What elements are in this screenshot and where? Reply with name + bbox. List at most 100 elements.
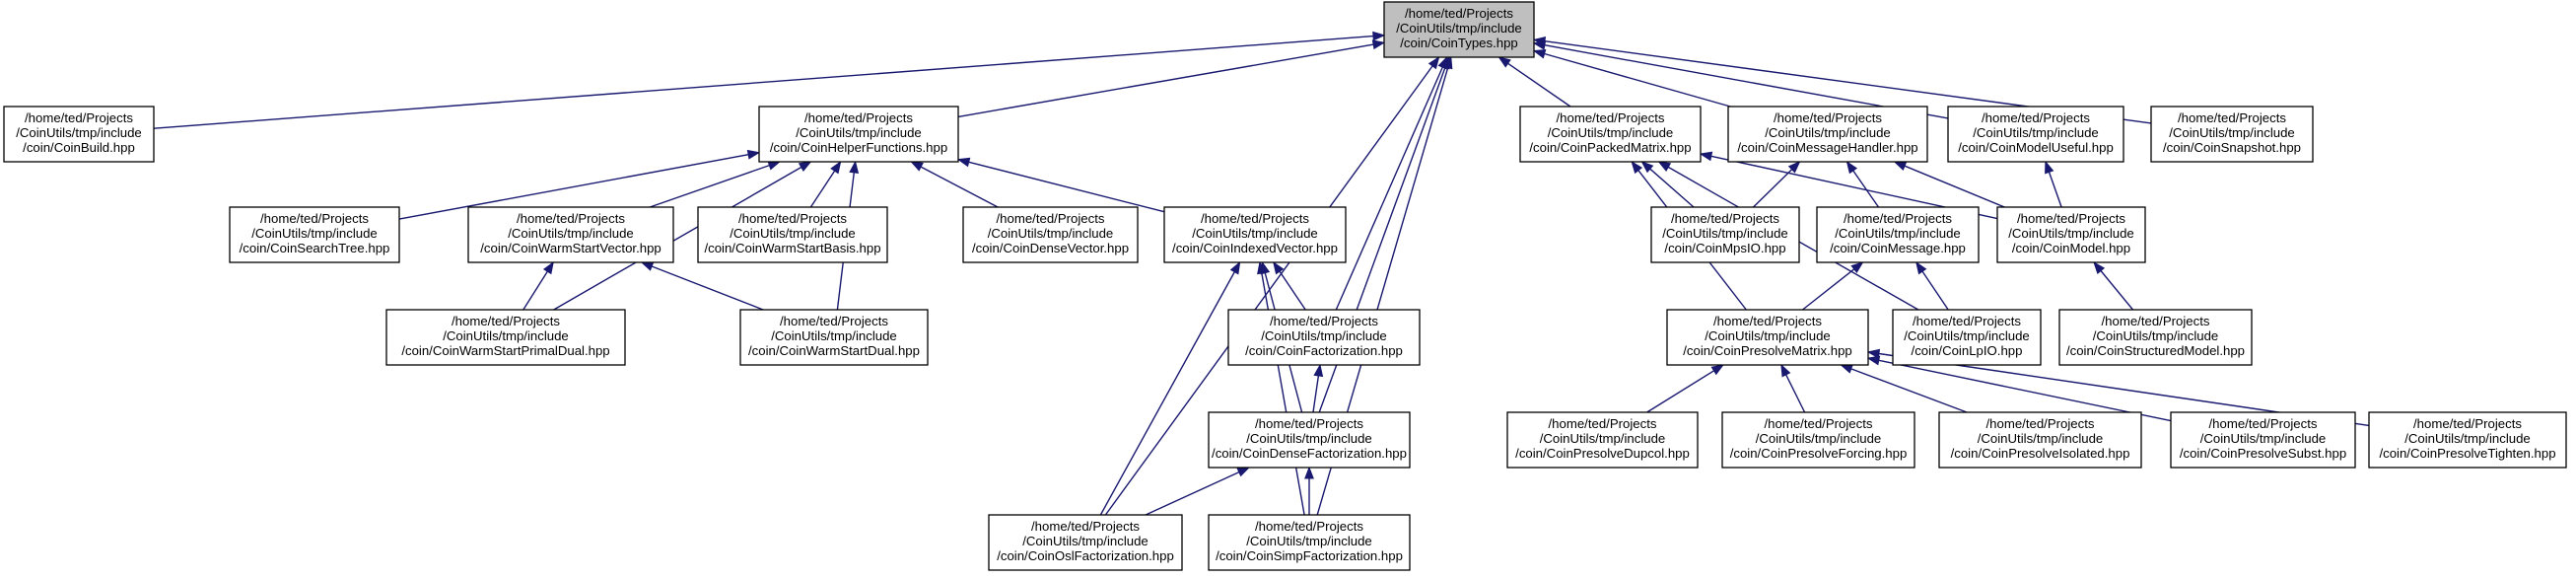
arrowhead [798, 161, 812, 172]
edge-line [1785, 374, 1806, 413]
arrowhead [1236, 467, 1251, 477]
edge-line [398, 154, 749, 220]
node-label-line: /coin/CoinStructuredModel.hpp [2066, 343, 2245, 358]
node-label-line: /CoinUtils/tmp/include [1246, 431, 1372, 446]
node-coin-packed-matrix[interactable]: /home/ted/Projects/CoinUtils/tmp/include… [1519, 106, 1702, 163]
node-coin-presolve-dupcol[interactable]: /home/ted/Projects/CoinUtils/tmp/include… [1506, 411, 1699, 469]
edge-coin-warm-start-primal-dual-to-coin-helper-functions [553, 161, 812, 311]
node-coin-simp-factorization[interactable]: /home/ted/Projects/CoinUtils/tmp/include… [1208, 514, 1411, 571]
edge-coin-warm-start-primal-dual-to-coin-warm-start-vector [522, 260, 554, 311]
node-label-line: /CoinUtils/tmp/include [1246, 534, 1372, 548]
node-coin-presolve-matrix[interactable]: /home/ted/Projects/CoinUtils/tmp/include… [1666, 309, 1869, 366]
edge-coin-lp-io-to-coin-message [1915, 260, 1949, 311]
edge-coin-warm-start-basis-to-coin-helper-functions [809, 160, 842, 208]
edge-line [1507, 62, 1571, 108]
node-coin-presolve-isolated[interactable]: /home/ted/Projects/CoinUtils/tmp/include… [1938, 411, 2142, 469]
node-label-line: /coin/CoinWarmStartPrimalDual.hpp [401, 343, 609, 358]
node-label-line: /CoinUtils/tmp/include [1662, 226, 1788, 241]
arrowhead [2045, 160, 2054, 175]
node-label-line: /coin/CoinSimpFactorization.hpp [1216, 548, 1403, 563]
node-coin-presolve-tighten[interactable]: /home/ted/Projects/CoinUtils/tmp/include… [2368, 411, 2567, 469]
node-box [1727, 106, 1928, 163]
node-coin-presolve-subst[interactable]: /home/ted/Projects/CoinUtils/tmp/include… [2170, 411, 2356, 469]
edge-coin-warm-start-dual-to-coin-warm-start-vector [640, 261, 764, 311]
node-coin-indexed-vector[interactable]: /home/ted/Projects/CoinUtils/tmp/include… [1163, 206, 1347, 263]
arrowhead [1631, 160, 1643, 175]
node-coin-message-handler[interactable]: /home/ted/Projects/CoinUtils/tmp/include… [1727, 106, 1928, 163]
node-coin-helper-functions[interactable]: /home/ted/Projects/CoinUtils/tmp/include… [758, 106, 959, 163]
node-label-line: /home/ted/Projects [25, 110, 133, 125]
arrowhead [1229, 260, 1241, 275]
edge-coin-indexed-vector-to-coin-helper-functions [956, 157, 1165, 213]
arrowhead [1850, 261, 1864, 273]
node-coin-warm-start-dual[interactable]: /home/ted/Projects/CoinUtils/tmp/include… [739, 309, 929, 366]
edge-line [153, 35, 1374, 129]
edge-coin-presolve-subst-to-coin-presolve-matrix [1866, 355, 2172, 422]
node-label-line: /home/ted/Projects [1270, 314, 1378, 328]
node-label-line: /home/ted/Projects [1405, 6, 1513, 21]
node-box [697, 206, 888, 263]
node-label-line: /coin/CoinBuild.hpp [23, 140, 135, 155]
node-label-line: /CoinUtils/tmp/include [2008, 226, 2134, 241]
edge-coin-mps-io-to-coin-packed-matrix [1640, 161, 1695, 208]
node-label-line: /home/ted/Projects [1774, 110, 1882, 125]
node-label-line: /home/ted/Projects [1549, 416, 1657, 431]
node-label-line: /home/ted/Projects [1713, 314, 1822, 328]
arrowhead [1840, 364, 1853, 374]
node-label-line: /coin/CoinPresolveMatrix.hpp [1683, 343, 1852, 358]
node-coin-model[interactable]: /home/ted/Projects/CoinUtils/tmp/include… [1996, 206, 2146, 263]
node-label-line: /CoinUtils/tmp/include [1973, 125, 2099, 140]
node-box [1721, 411, 1915, 469]
arrowhead [1699, 151, 1713, 162]
node-box [1163, 206, 1347, 263]
node-coin-osl-factorization[interactable]: /home/ted/Projects/CoinUtils/tmp/include… [988, 514, 1183, 571]
node-coin-dense-factorization[interactable]: /home/ted/Projects/CoinUtils/tmp/include… [1208, 411, 1411, 469]
node-coin-model-useful[interactable]: /home/ted/Projects/CoinUtils/tmp/include… [1947, 106, 2124, 163]
node-coin-types[interactable]: /home/ted/Projects/CoinUtils/tmp/include… [1383, 1, 1535, 58]
edge-coin-simp-factorization-to-coin-indexed-vector [1257, 260, 1305, 516]
edge-coin-factorization-to-coin-indexed-vector [1273, 260, 1306, 311]
node-coin-dense-vector[interactable]: /home/ted/Projects/CoinUtils/tmp/include… [962, 206, 1139, 263]
node-label-line: /CoinUtils/tmp/include [1192, 226, 1318, 241]
edge-coin-message-handler-to-coin-types [1532, 48, 1731, 108]
node-coin-search-tree[interactable]: /home/ted/Projects/CoinUtils/tmp/include… [229, 206, 400, 263]
edge-line [649, 164, 770, 208]
node-box [1506, 411, 1699, 469]
edge-coin-presolve-forcing-to-coin-presolve-matrix [1780, 363, 1806, 413]
node-coin-structured-model[interactable]: /home/ted/Projects/CoinUtils/tmp/include… [2058, 309, 2253, 366]
node-label-line: /CoinUtils/tmp/include [796, 125, 922, 140]
node-label-line: /home/ted/Projects [1982, 110, 2090, 125]
arrowhead [1787, 161, 1801, 174]
edge-coin-presolve-dupcol-to-coin-presolve-matrix [1646, 364, 1725, 413]
arrowhead [1497, 56, 1511, 68]
arrowhead [1304, 466, 1314, 479]
node-coin-presolve-forcing[interactable]: /home/ted/Projects/CoinUtils/tmp/include… [1721, 411, 1915, 469]
node-box [385, 309, 626, 366]
node-label-line: /home/ted/Projects [260, 211, 369, 226]
node-coin-factorization[interactable]: /home/ted/Projects/CoinUtils/tmp/include… [1227, 309, 1421, 366]
node-coin-build[interactable]: /home/ted/Projects/CoinUtils/tmp/include… [3, 106, 155, 163]
node-coin-mps-io[interactable]: /home/ted/Projects/CoinUtils/tmp/include… [1650, 206, 1800, 263]
node-label-line: /home/ted/Projects [1844, 211, 1952, 226]
node-coin-snapshot[interactable]: /home/ted/Projects/CoinUtils/tmp/include… [2150, 106, 2314, 163]
node-label-line: /home/ted/Projects [1557, 110, 1665, 125]
arrowhead [2093, 260, 2106, 275]
node-coin-warm-start-vector[interactable]: /home/ted/Projects/CoinUtils/tmp/include… [467, 206, 674, 263]
arrowhead [1866, 355, 1881, 366]
node-coin-warm-start-basis[interactable]: /home/ted/Projects/CoinUtils/tmp/include… [697, 206, 888, 263]
node-box [2170, 411, 2356, 469]
node-label-line: /coin/CoinOslFactorization.hpp [997, 548, 1174, 563]
node-label-line: /coin/CoinPackedMatrix.hpp [1529, 140, 1691, 155]
arrowhead [910, 161, 924, 172]
node-box [2058, 309, 2253, 366]
edge-line [553, 166, 802, 311]
node-coin-lp-io[interactable]: /home/ted/Projects/CoinUtils/tmp/include… [1892, 309, 2042, 366]
node-coin-warm-start-primal-dual[interactable]: /home/ted/Projects/CoinUtils/tmp/include… [385, 309, 626, 366]
edge-coin-build-to-coin-types [153, 31, 1386, 129]
edge-line [1852, 170, 1880, 208]
edge-coin-mps-io-to-coin-message-handler [1753, 161, 1801, 208]
node-label-line: /home/ted/Projects [780, 314, 888, 328]
edge-line [1279, 270, 1306, 311]
node-label-line: /CoinUtils/tmp/include [1765, 125, 1891, 140]
node-coin-message[interactable]: /home/ted/Projects/CoinUtils/tmp/include… [1816, 206, 1980, 263]
